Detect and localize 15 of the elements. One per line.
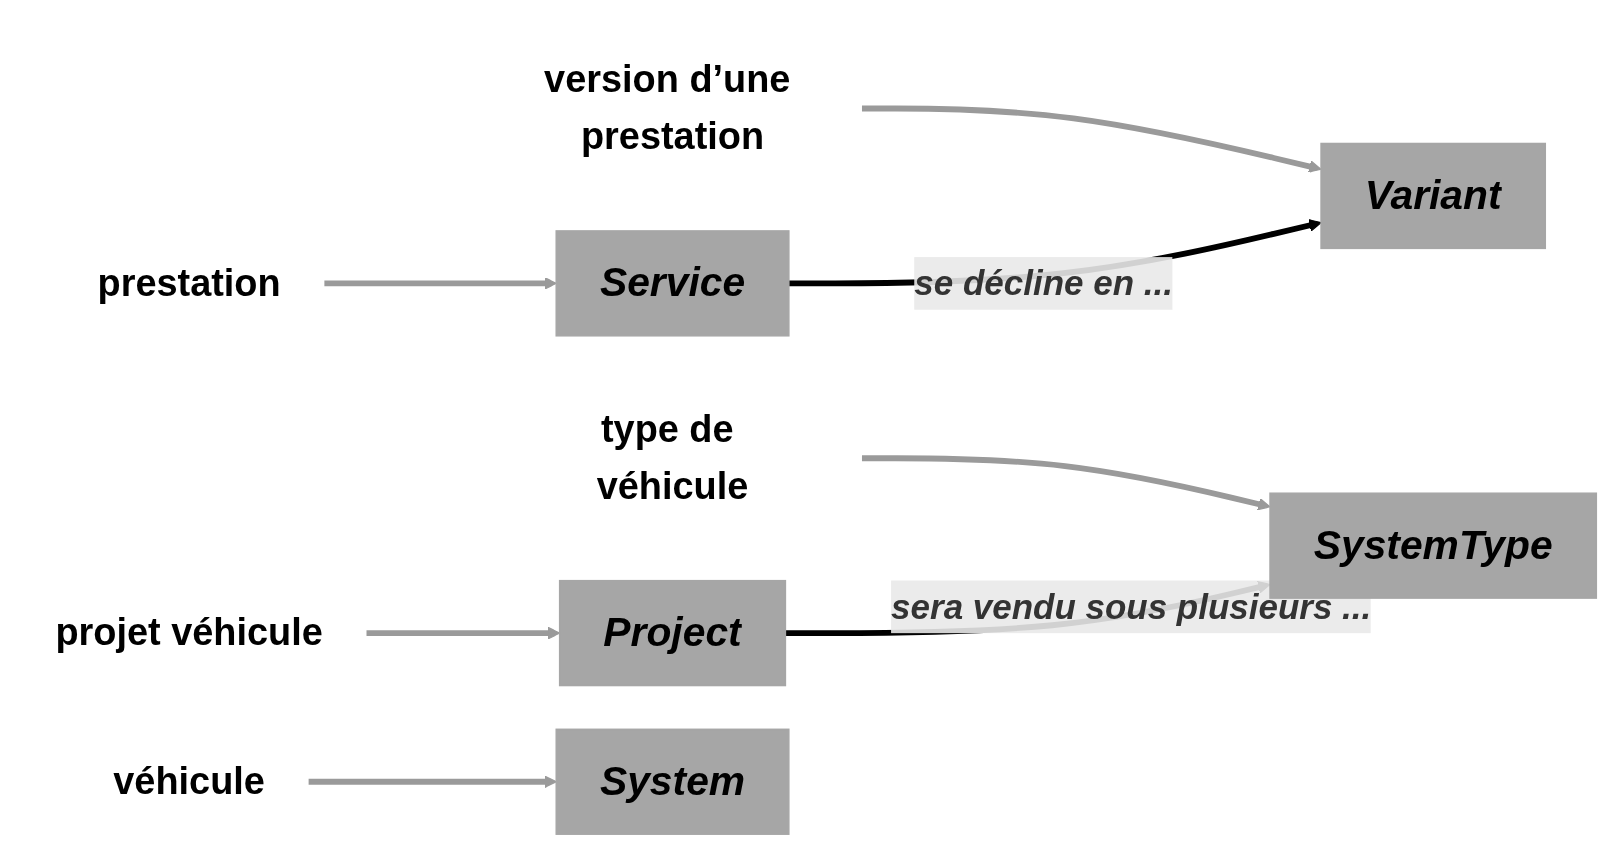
node-box: System (555, 728, 790, 835)
node-box: SystemType (1269, 492, 1598, 599)
node-text: version d’une prestation (544, 57, 791, 159)
node-text: projet véhicule (55, 610, 323, 655)
arrow (861, 105, 1322, 173)
edge-label: se décline en ... (914, 262, 1173, 303)
arrow (308, 775, 557, 789)
node-box: Service (555, 230, 790, 337)
node-text: véhicule (113, 759, 265, 803)
node-box: Project (558, 579, 787, 687)
node-text: type de véhicule (596, 407, 749, 508)
node-text: prestation (97, 260, 281, 305)
arrow (861, 455, 1271, 511)
arrow (324, 276, 557, 290)
node-box: Variant (1320, 142, 1547, 250)
